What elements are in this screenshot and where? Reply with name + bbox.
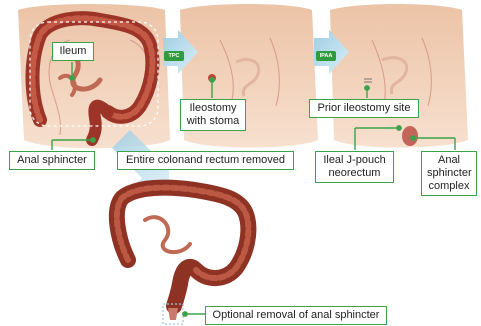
entire-colon-removed-label: Entire colonand rectum removed (117, 151, 294, 170)
anal-sphincter-complex-label: Anal sphincter complex (421, 151, 477, 196)
removed-colon-illustration (117, 188, 249, 324)
ileum-label: Ileum (52, 42, 94, 61)
ileal-j-pouch-label: Ileal J-pouch neorectum (315, 151, 394, 183)
ileostomy-stoma-label: Ileostomy with stoma (180, 99, 246, 131)
tpc-badge: TPC (164, 51, 184, 61)
prior-ileostomy-site-label: Prior ileostomy site (309, 99, 419, 118)
anal-sphincter-label: Anal sphincter (9, 151, 95, 170)
j-pouch-icon (402, 126, 418, 146)
optional-removal-label: Optional removal of anal sphincter (205, 306, 387, 325)
ipaa-badge: IPAA (316, 51, 336, 61)
